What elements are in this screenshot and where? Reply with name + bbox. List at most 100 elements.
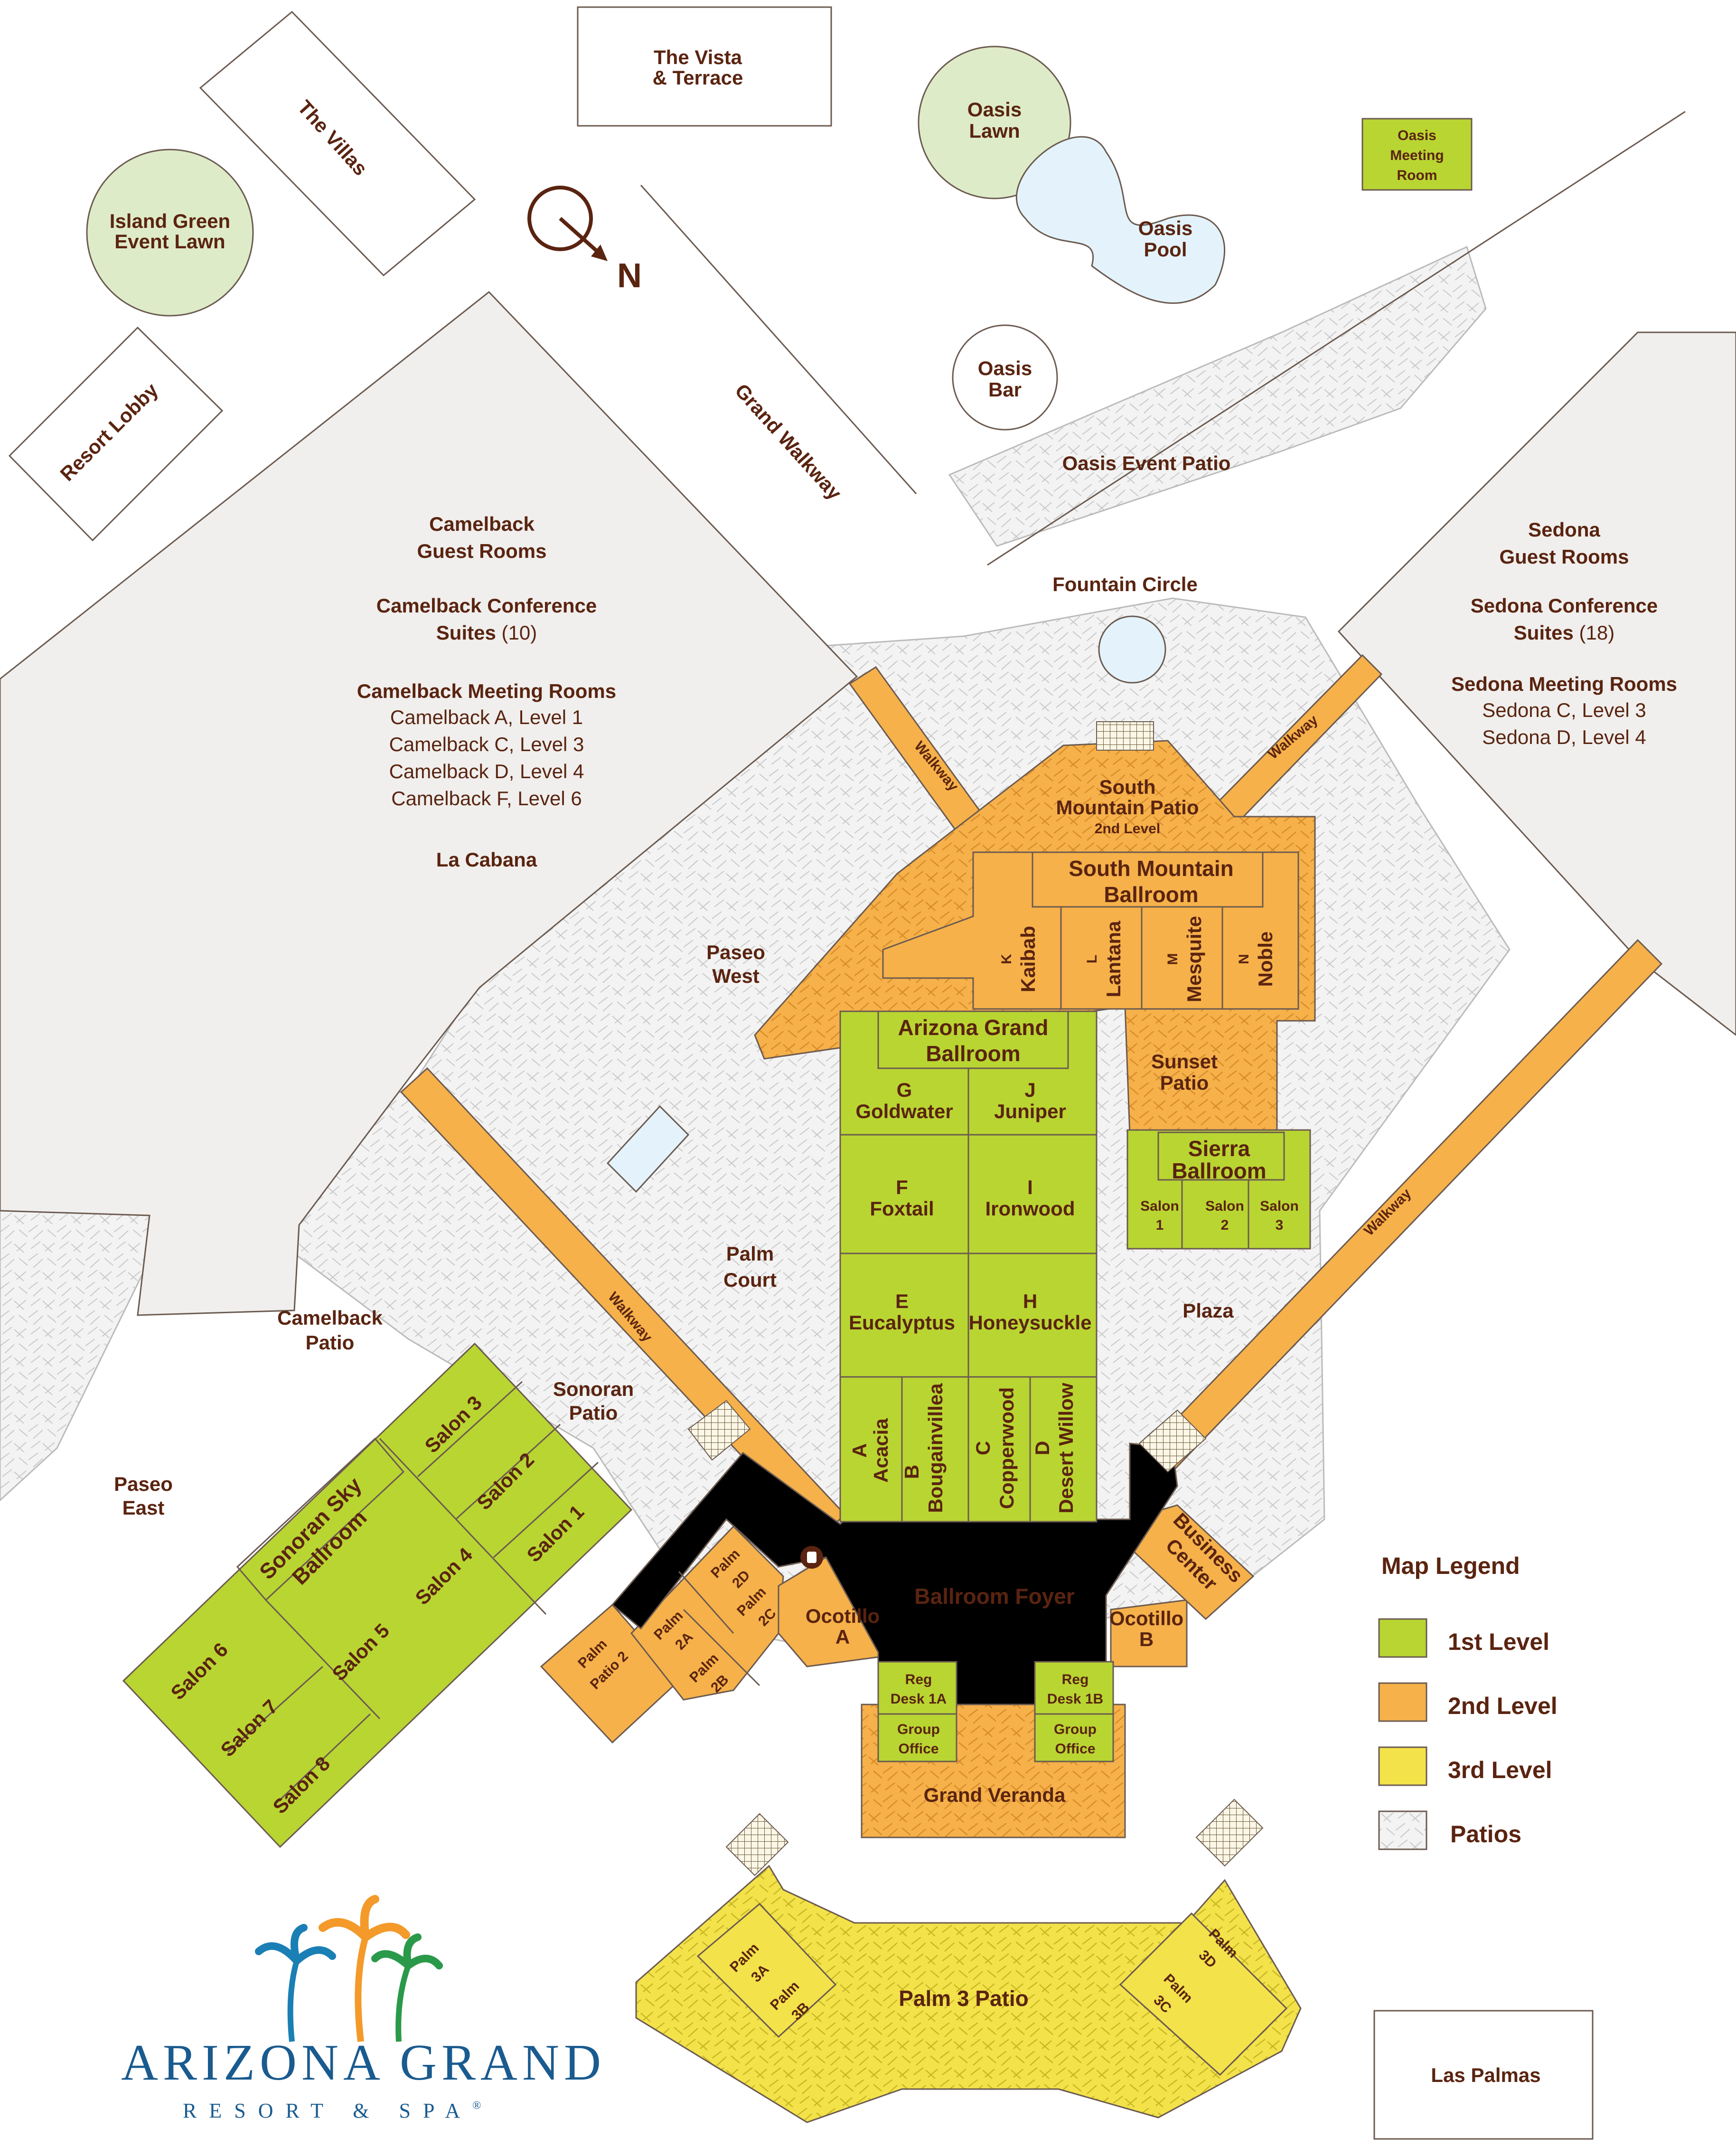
reg-desk-1a	[877, 1661, 957, 1715]
label-second-level: 2nd Level	[1095, 821, 1160, 837]
label-sonoran-patio-2: Patio	[569, 1402, 618, 1424]
label-room-kaibab: Kaibab	[1017, 926, 1039, 992]
legend-item-patios: Patios	[1378, 1810, 1521, 1850]
legend-label-patios: Patios	[1450, 1821, 1521, 1847]
label-ocotillo-b-2: B	[1139, 1628, 1154, 1650]
palm-trees-icon	[255, 1895, 443, 2042]
label-sedona-conf-count: (18)	[1574, 622, 1614, 644]
label-room-i: I	[1027, 1176, 1033, 1198]
label-reg-desk-1b-2: Desk 1B	[1047, 1691, 1103, 1707]
legend-title: Map Legend	[1381, 1553, 1520, 1579]
fountain	[1098, 615, 1166, 684]
label-camelback-patio-2: Patio	[306, 1331, 355, 1354]
brand-logo: Arizona Grand Resort & Spa®	[121, 1895, 606, 2122]
label-las-palmas: Las Palmas	[1431, 2064, 1540, 2086]
compass-ring-icon	[527, 186, 593, 251]
elevator-icon	[800, 1546, 823, 1569]
label-reg-desk-1a-1: Reg	[905, 1672, 932, 1687]
label-sierra-salon-3a: Salon	[1260, 1198, 1299, 1214]
palm-3-patio	[635, 1864, 1302, 2123]
label-la-cabana: La Cabana	[436, 848, 537, 871]
sedona-building	[1337, 331, 1736, 1036]
label-sedona-conf-1: Sedona Conference	[1471, 594, 1658, 617]
brand-reg-mark: ®	[472, 2100, 481, 2112]
label-room-h: H	[1023, 1290, 1037, 1312]
level-3-areas	[635, 1864, 1302, 2123]
label-room-acacia: Acacia	[870, 1418, 892, 1483]
label-sierra-salon-2a: Salon	[1205, 1198, 1244, 1214]
brand-name: Arizona Grand	[121, 2034, 606, 2091]
label-grand-walkway: Grand Walkway	[731, 379, 846, 504]
label-room-lantana: Lantana	[1102, 921, 1125, 998]
label-camelback-room-c: Camelback C, Level 3	[389, 733, 584, 755]
label-arizona-grand-title-2: Ballroom	[926, 1041, 1020, 1066]
label-room-goldwater: Goldwater	[855, 1100, 953, 1122]
label-vista-2: & Terrace	[653, 66, 743, 89]
label-camelback-guest-1: Camelback	[429, 513, 535, 535]
label-room-b: B	[901, 1465, 923, 1479]
label-oasis-meeting-3: Room	[1397, 168, 1437, 183]
label-camelback-patio-1: Camelback	[277, 1307, 383, 1329]
label-sunset-patio-2: Patio	[1160, 1072, 1209, 1094]
label-room-d: D	[1031, 1441, 1053, 1455]
oasis-meeting-room	[1361, 118, 1473, 191]
label-oasis-bar-1: Oasis	[978, 357, 1032, 379]
group-office-b	[1034, 1713, 1114, 1762]
label-room-f: F	[896, 1176, 908, 1198]
label-sedona-guest-1: Sedona	[1528, 518, 1600, 541]
label-room-g: G	[897, 1079, 912, 1101]
label-oasis-lawn-2: Lawn	[969, 120, 1020, 142]
label-south-mountain-patio-2: Mountain Patio	[1056, 796, 1199, 819]
buildings	[0, 6, 1736, 2140]
label-group-office-b-2: Office	[1055, 1741, 1095, 1757]
legend-swatch-2nd-level	[1378, 1682, 1427, 1722]
palm-3cd	[1119, 1912, 1288, 2076]
palm-court-pool	[606, 1105, 690, 1193]
stairs	[687, 721, 1264, 1876]
label-south-mountain-title-2: Ballroom	[1104, 882, 1198, 907]
label-camelback-conf-1: Camelback Conference	[376, 594, 597, 617]
label-sedona-meeting-title: Sedona Meeting Rooms	[1451, 673, 1677, 695]
label-reg-desk-1a-2: Desk 1A	[891, 1691, 947, 1707]
label-ocotillo-a-2: A	[835, 1626, 850, 1648]
label-room-a: A	[848, 1443, 871, 1458]
label-oasis-meeting-2: Meeting	[1390, 148, 1444, 163]
label-grand-veranda: Grand Veranda	[924, 1784, 1066, 1806]
label-oasis-event-patio: Oasis Event Patio	[1062, 452, 1231, 474]
label-room-copperwood: Copperwood	[995, 1387, 1018, 1509]
label-oasis-meeting-1: Oasis	[1398, 128, 1436, 143]
label-sierra-salon-3b: 3	[1276, 1217, 1284, 1233]
label-ocotillo-a-1: Ocotillo	[806, 1605, 880, 1627]
label-room-c: C	[972, 1441, 994, 1455]
oasis-pool	[1016, 136, 1226, 304]
label-oasis-bar-2: Bar	[988, 378, 1022, 401]
label-group-office-b-1: Group	[1054, 1722, 1097, 1737]
label-camelback-room-d: Camelback D, Level 4	[389, 760, 584, 782]
label-reg-desk-1b-1: Reg	[1062, 1672, 1089, 1687]
label-ballroom-foyer: Ballroom Foyer	[914, 1584, 1075, 1609]
south-mountain-ballroom-block	[882, 851, 1299, 1010]
legend-item-2nd-level: 2nd Level	[1378, 1682, 1558, 1722]
label-oasis-pool-2: Pool	[1144, 238, 1187, 261]
legend-swatch-patios	[1378, 1810, 1427, 1850]
legend-item-1st-level: 1st Level	[1378, 1618, 1549, 1658]
label-plaza: Plaza	[1182, 1300, 1234, 1322]
label-room-j: J	[1024, 1079, 1035, 1101]
label-group-office-a-1: Group	[897, 1722, 940, 1737]
label-room-eucalyptus: Eucalyptus	[849, 1311, 955, 1334]
label-room-desert-willow: Desert Willow	[1055, 1383, 1077, 1513]
label-room-ironwood: Ironwood	[985, 1197, 1075, 1220]
las-palmas-building	[1373, 2010, 1594, 2140]
the-vista-building	[577, 6, 832, 127]
label-palm-court-2: Court	[723, 1269, 777, 1291]
label-room-n: N	[1236, 954, 1252, 964]
sonoran-sky-ballroom	[122, 1342, 633, 1848]
room-dividers	[227, 851, 1285, 1805]
label-camelback-room-f: Camelback F, Level 6	[391, 787, 582, 810]
oasis-bar	[952, 324, 1058, 431]
label-paseo-west-2: West	[712, 965, 760, 987]
label-oasis-pool-1: Oasis	[1138, 217, 1192, 239]
label-camelback-conf-2: Suites	[436, 622, 496, 644]
legend-label-2nd-level: 2nd Level	[1448, 1693, 1558, 1719]
label-sierra-title-2: Ballroom	[1172, 1158, 1266, 1183]
